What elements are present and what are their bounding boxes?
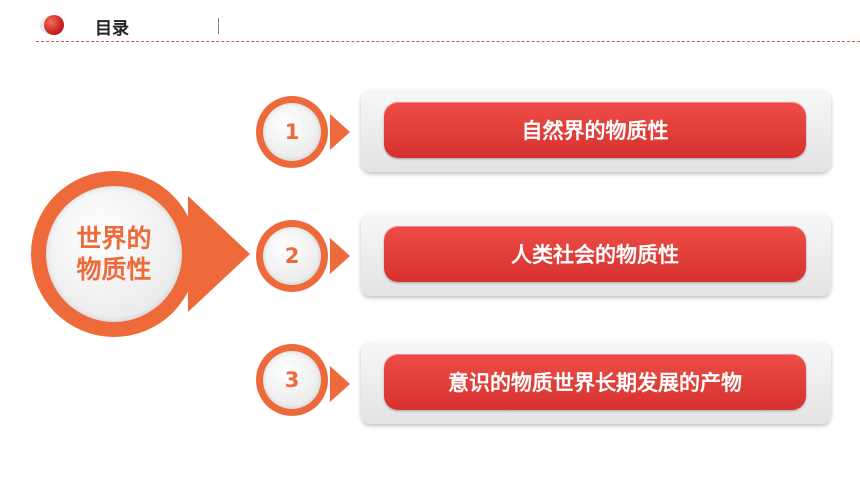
main-arrow-icon <box>188 196 250 312</box>
main-topic-circle: 世界的物质性 <box>46 186 182 322</box>
item-arrow-icon <box>330 114 350 150</box>
main-topic-label: 世界的物质性 <box>76 224 152 284</box>
item-card: 意识的物质世界长期发展的产物 <box>361 342 831 424</box>
item-number: 3 <box>263 351 321 409</box>
item-label-pill[interactable]: 人类社会的物质性 <box>384 226 806 282</box>
item-card: 自然界的物质性 <box>361 90 831 172</box>
toc-item-2[interactable]: 2 人类社会的物质性 <box>0 212 860 302</box>
toc-item-3[interactable]: 3 意识的物质世界长期发展的产物 <box>0 340 860 430</box>
item-number: 1 <box>263 103 321 161</box>
item-arrow-icon <box>330 238 350 274</box>
toc-item-1[interactable]: 1 自然界的物质性 <box>0 88 860 178</box>
item-arrow-icon <box>330 366 350 402</box>
item-number: 2 <box>263 227 321 285</box>
header-dashed-line <box>36 41 860 42</box>
item-label-pill[interactable]: 意识的物质世界长期发展的产物 <box>384 354 806 410</box>
page-title: 目录 <box>95 19 129 39</box>
item-label-pill[interactable]: 自然界的物质性 <box>384 102 806 158</box>
item-card: 人类社会的物质性 <box>361 214 831 296</box>
header-divider <box>218 18 219 34</box>
header-dot-icon <box>44 15 64 35</box>
